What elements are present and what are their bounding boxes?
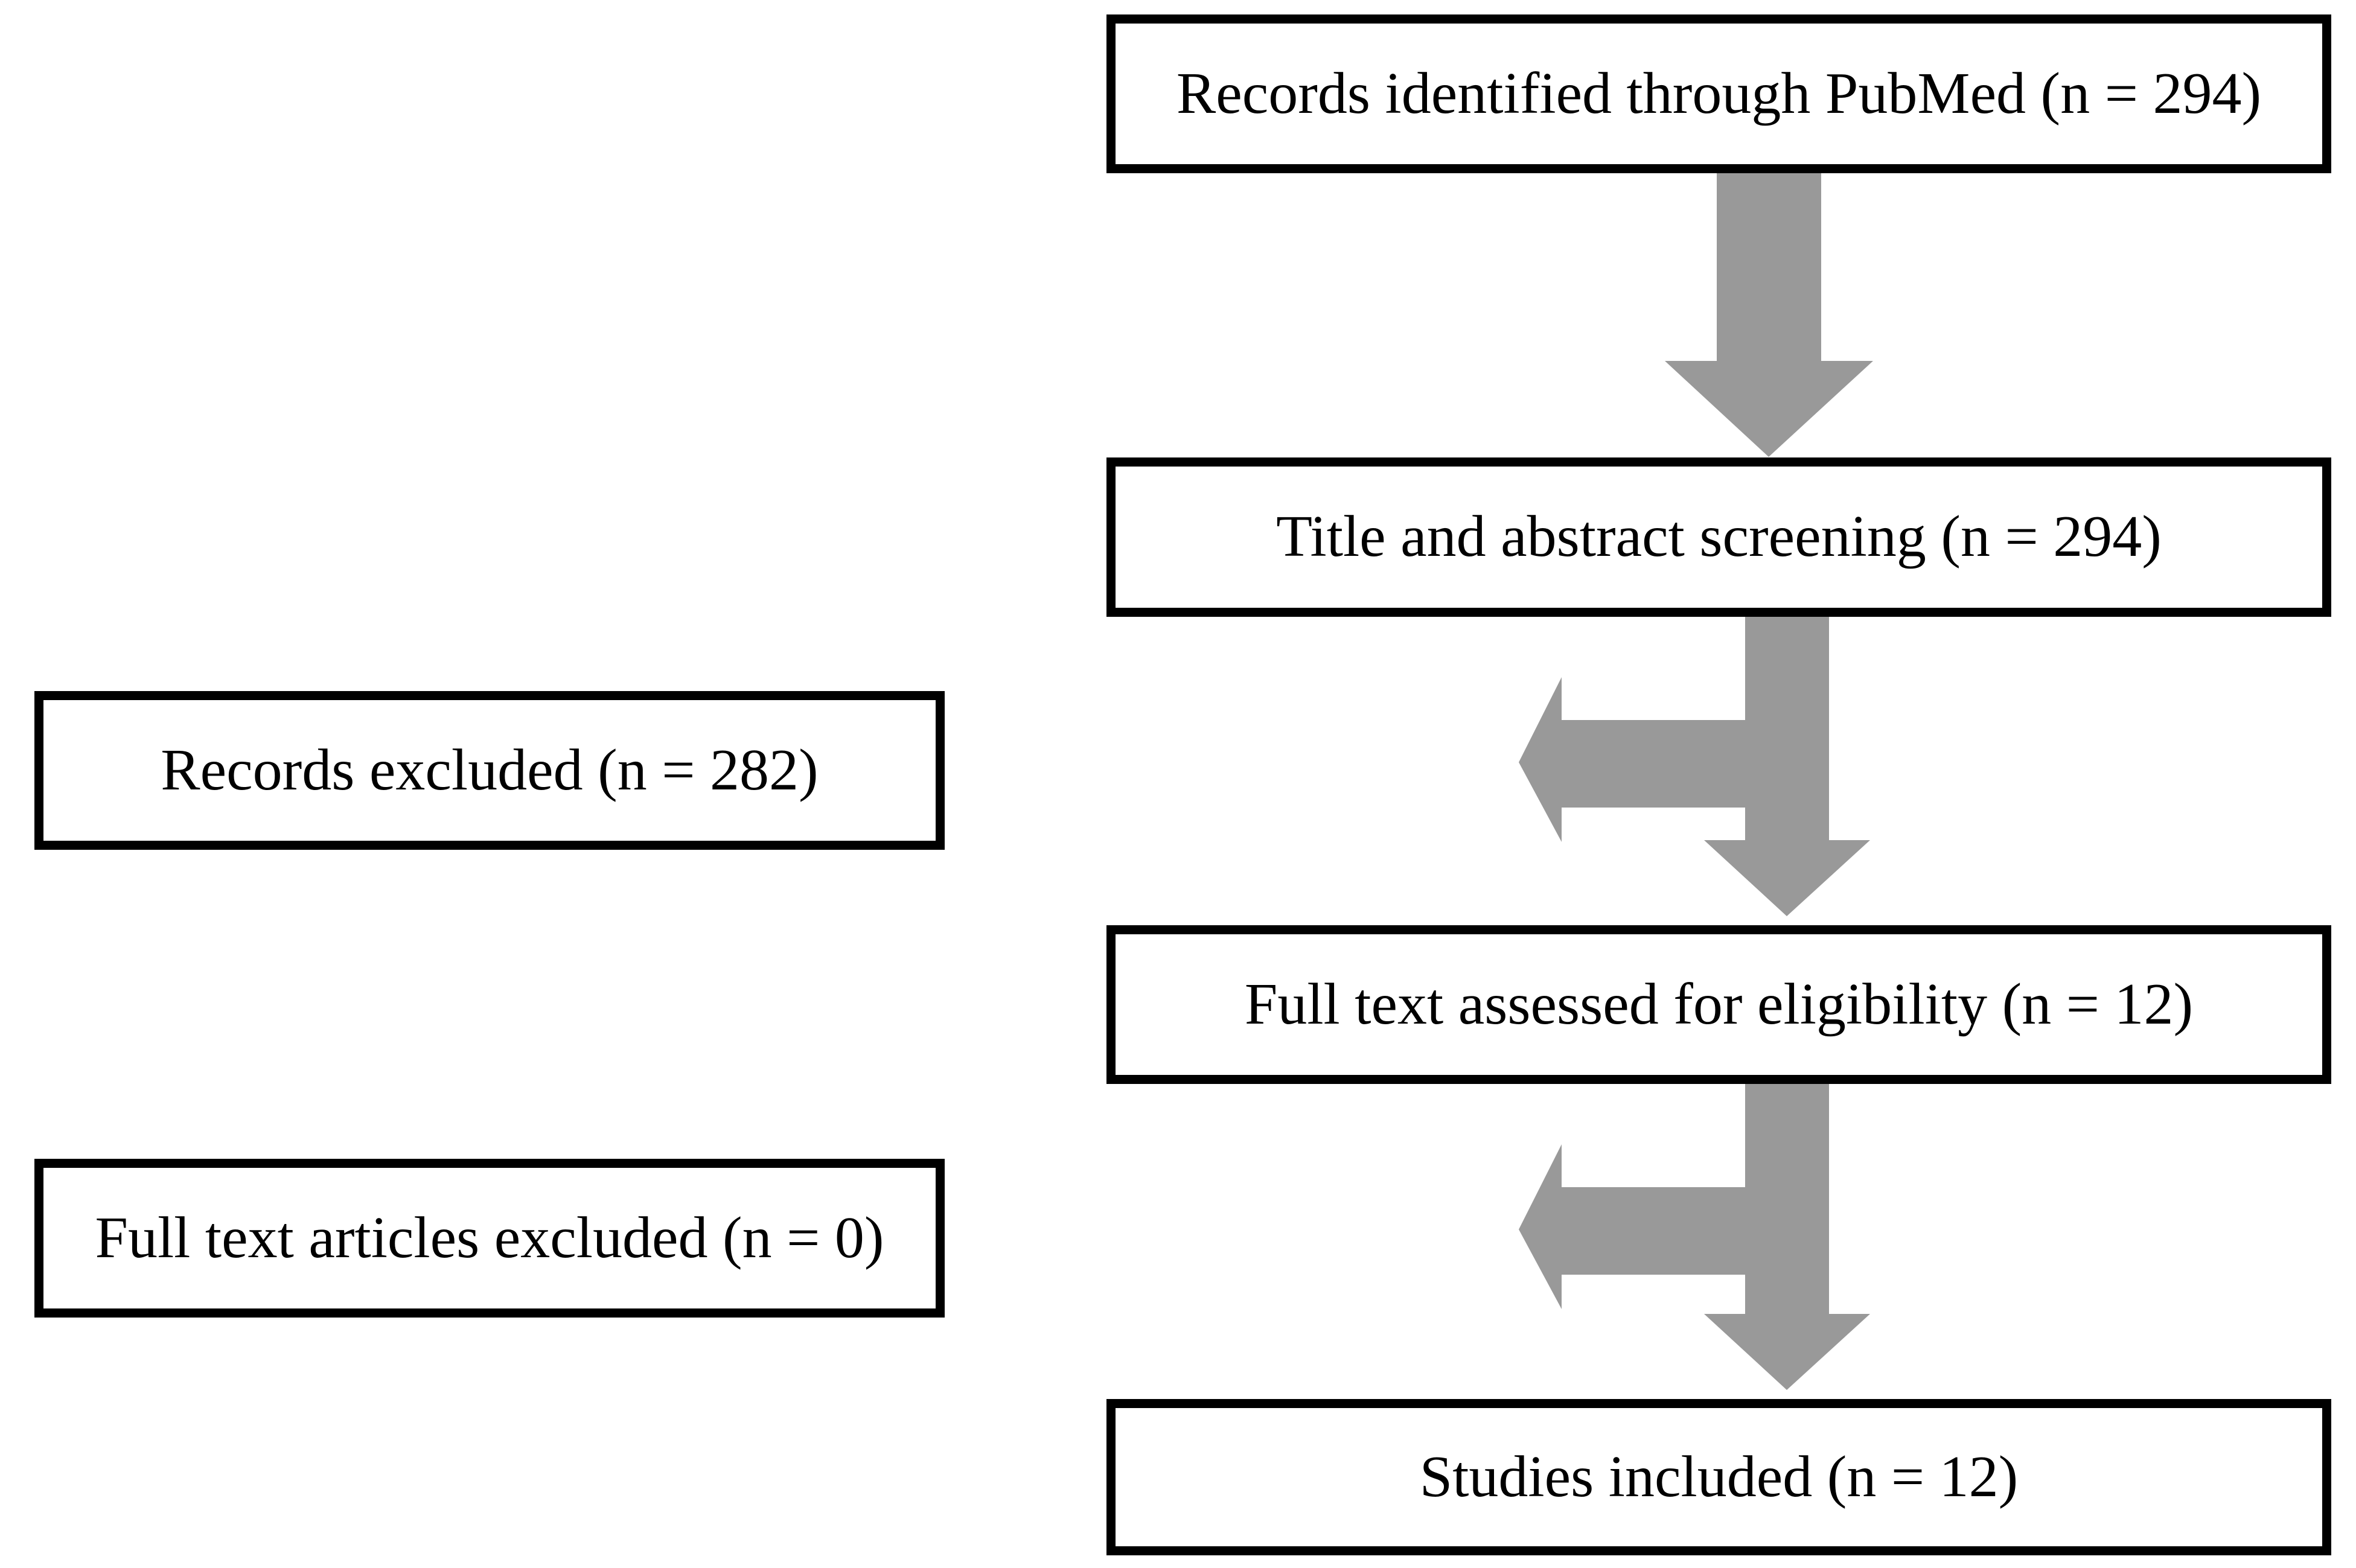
node-records-identified: Records identified through PubMed (n = 2… [1106,14,2331,173]
node-full-text-articles-excluded-label: Full text articles excluded (n = 0) [95,1205,884,1270]
node-full-text-assessed: Full text assessed for eligibility (n = … [1106,925,2331,1084]
arrow-down-1-icon [1665,173,1873,457]
node-studies-included-label: Studies included (n = 12) [1419,1444,2019,1509]
node-title-abstract-screening: Title and abstract screening (n = 294) [1106,457,2331,617]
node-full-text-assessed-label: Full text assessed for eligibility (n = … [1244,971,2194,1037]
arrow-left-branch-1-icon [1519,677,1829,842]
node-records-identified-label: Records identified through PubMed (n = 2… [1176,60,2262,126]
node-full-text-articles-excluded: Full text articles excluded (n = 0) [34,1159,945,1318]
node-records-excluded: Records excluded (n = 282) [34,691,945,850]
arrow-left-branch-2-icon [1519,1144,1829,1309]
arrow-down-2-icon [1704,617,1870,916]
node-studies-included: Studies included (n = 12) [1106,1399,2331,1555]
arrow-down-3-icon [1704,1084,1870,1390]
node-title-abstract-screening-label: Title and abstract screening (n = 294) [1276,504,2162,570]
node-records-excluded-label: Records excluded (n = 282) [161,737,819,803]
